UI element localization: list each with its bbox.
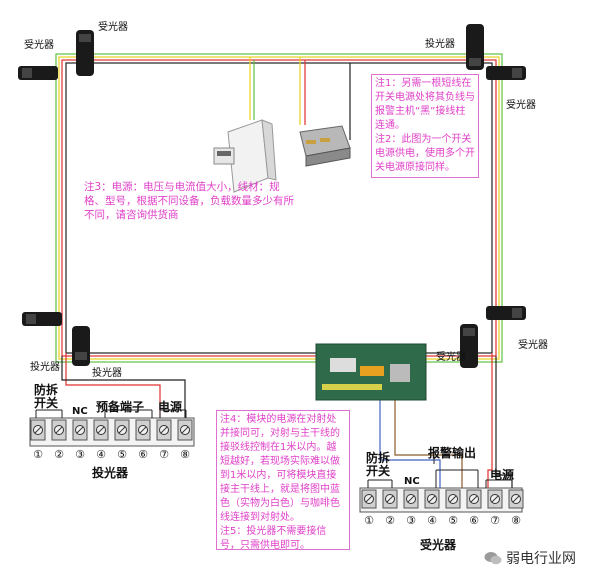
- wire-black-loop: [65, 62, 493, 354]
- sensor-transmitter-bc: [72, 326, 90, 366]
- screw-slot: [181, 426, 189, 434]
- sensor-receiver-br: [486, 306, 526, 320]
- screw-slot: [449, 495, 457, 503]
- sensor-transmitter-bl: [22, 312, 62, 326]
- screw-slot: [118, 426, 126, 434]
- relay-module: [315, 343, 427, 401]
- sensor-receiver-r: [486, 66, 526, 80]
- screw-slot: [365, 495, 373, 503]
- terminal-block-right: [359, 456, 524, 513]
- screw-slot: [470, 495, 478, 503]
- perimeter-wires: [55, 53, 503, 363]
- screw-slot: [34, 426, 42, 434]
- sensor-receiver-tl: [18, 66, 58, 80]
- alarm-host-panel: [213, 119, 277, 193]
- screw-slot: [76, 426, 84, 434]
- sensor-receiver-tc: [76, 30, 94, 76]
- screw-slot: [55, 426, 63, 434]
- screw-slot: [491, 495, 499, 503]
- screw-slot: [512, 495, 520, 503]
- wire-green-loop: [55, 53, 503, 363]
- screw-slot: [97, 426, 105, 434]
- screw-slot: [139, 426, 147, 434]
- sensor-receiver-br2: [460, 324, 478, 368]
- terminal-block-left: [29, 409, 195, 447]
- sensor-transmitter-tr: [466, 24, 484, 70]
- screw-slot: [407, 495, 415, 503]
- wire-red-loop: [61, 59, 497, 357]
- screw-slot: [160, 426, 168, 434]
- device-wires: [249, 57, 351, 140]
- power-supply: [299, 125, 351, 167]
- wire-yellow-loop: [58, 56, 500, 360]
- screw-slot: [386, 495, 394, 503]
- screw-slot: [428, 495, 436, 503]
